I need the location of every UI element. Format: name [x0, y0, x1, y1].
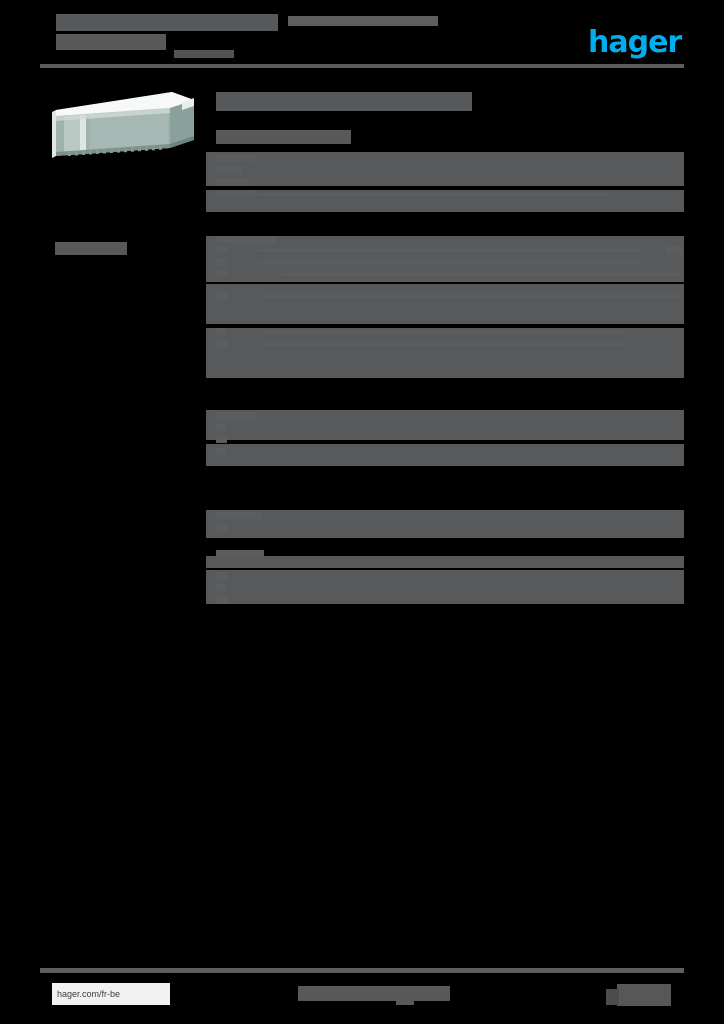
row-label — [216, 572, 227, 579]
spec-row-band — [206, 444, 684, 466]
table-row — [206, 234, 684, 245]
table-row — [206, 152, 684, 163]
table-row — [206, 522, 684, 533]
spec-row-band — [206, 328, 684, 378]
row-label — [216, 236, 276, 243]
sidebar-section-label — [55, 242, 127, 255]
table-row — [206, 338, 684, 349]
spec-row-band — [206, 284, 684, 324]
hager-logo-text: hager — [588, 25, 682, 60]
table-row — [206, 582, 684, 593]
table-row — [206, 164, 684, 175]
table-row — [206, 446, 684, 457]
document-title — [56, 14, 438, 58]
table-row — [206, 244, 684, 255]
table-row — [206, 326, 684, 337]
section-heading — [216, 92, 472, 111]
product-photo — [50, 86, 200, 164]
table-row — [206, 434, 684, 445]
spec-row-band — [206, 152, 684, 186]
header-divider — [40, 64, 684, 68]
table-row — [206, 176, 684, 187]
footer-url-box[interactable]: hager.com/fr-be — [52, 983, 170, 1005]
row-leader-line — [258, 193, 610, 196]
table-row — [206, 570, 684, 581]
row-label — [216, 448, 227, 455]
row-label — [216, 524, 227, 531]
footer-center-text — [298, 986, 450, 1001]
row-label — [216, 436, 227, 443]
row-label — [216, 190, 256, 197]
spec-row-band — [206, 556, 684, 568]
row-label — [216, 270, 227, 277]
title-line-1 — [56, 14, 278, 31]
row-leader-line — [264, 331, 624, 334]
spec-row-band — [206, 570, 684, 604]
footer-page-number-prefix — [606, 989, 619, 1005]
spec-row-band — [206, 410, 684, 440]
sub-heading — [216, 130, 351, 144]
table-row — [206, 510, 684, 521]
row-label — [216, 584, 227, 591]
row-label — [216, 328, 227, 335]
table-row — [206, 188, 684, 199]
hager-logo: hager — [588, 28, 684, 58]
title-line-1-suffix — [288, 16, 438, 26]
footer-page-number — [617, 984, 671, 1006]
row-label — [216, 512, 261, 519]
row-leader-line — [257, 249, 640, 252]
footer-center-text-tail — [396, 996, 414, 1005]
row-label — [216, 166, 242, 173]
row-label — [216, 424, 227, 431]
row-label — [216, 340, 227, 347]
title-line-2 — [56, 34, 166, 50]
table-row — [206, 410, 684, 421]
row-label — [216, 178, 249, 185]
page-header: hager — [40, 10, 684, 72]
page-footer: hager.com/fr-be — [40, 968, 684, 1014]
row-leader-line — [264, 295, 681, 298]
row-label — [216, 412, 256, 419]
table-row — [206, 548, 684, 559]
table-row — [206, 268, 684, 279]
row-label — [216, 596, 227, 603]
row-leader-line — [264, 343, 624, 346]
footer-url-label: hager.com/fr-be — [57, 989, 121, 999]
row-label — [216, 246, 227, 253]
table-row — [206, 422, 684, 433]
table-row — [206, 290, 684, 301]
row-leader-line — [281, 273, 681, 276]
row-label — [216, 292, 227, 299]
row-leader-line — [257, 261, 640, 264]
table-row — [206, 594, 684, 605]
row-label — [216, 550, 264, 557]
title-subtitle — [174, 50, 234, 58]
row-label — [216, 154, 256, 161]
row-value — [666, 246, 682, 253]
table-row — [206, 256, 684, 267]
row-label — [216, 258, 227, 265]
product-photo-svg — [52, 92, 194, 158]
spec-row-band — [206, 510, 684, 538]
footer-divider — [40, 968, 684, 973]
